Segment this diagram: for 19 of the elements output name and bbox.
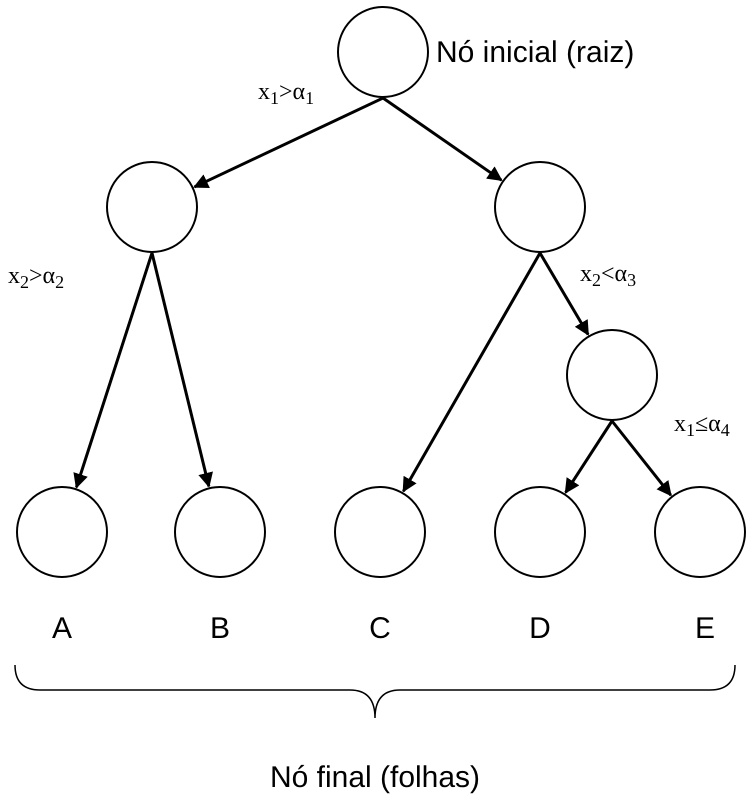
leaf-label: D [528, 611, 552, 647]
arrow [73, 252, 154, 489]
split-condition: x$_{1}$>α$_{1}$ [258, 78, 316, 110]
arrow [402, 252, 542, 493]
split-condition: x$_{2}$<α$_{3}$ [580, 260, 638, 292]
split-condition: x$_{1}$≤α$_{4}$ [674, 410, 731, 442]
split-condition: x$_{2}$>α$_{2}$ [8, 262, 66, 294]
arrow [610, 420, 672, 496]
group-caption: Nó final (folhas) [268, 760, 482, 796]
arrow [564, 420, 614, 494]
arrow [150, 252, 213, 488]
arrow [193, 96, 384, 188]
leaf-label: B [208, 611, 231, 647]
leaf-label: E [694, 611, 716, 647]
arrow [538, 252, 590, 336]
leaf-label: C [368, 611, 392, 647]
leaf-label: A [50, 611, 73, 647]
node-caption: Nó inicial (raiz) [436, 35, 636, 71]
arrow [382, 96, 503, 182]
